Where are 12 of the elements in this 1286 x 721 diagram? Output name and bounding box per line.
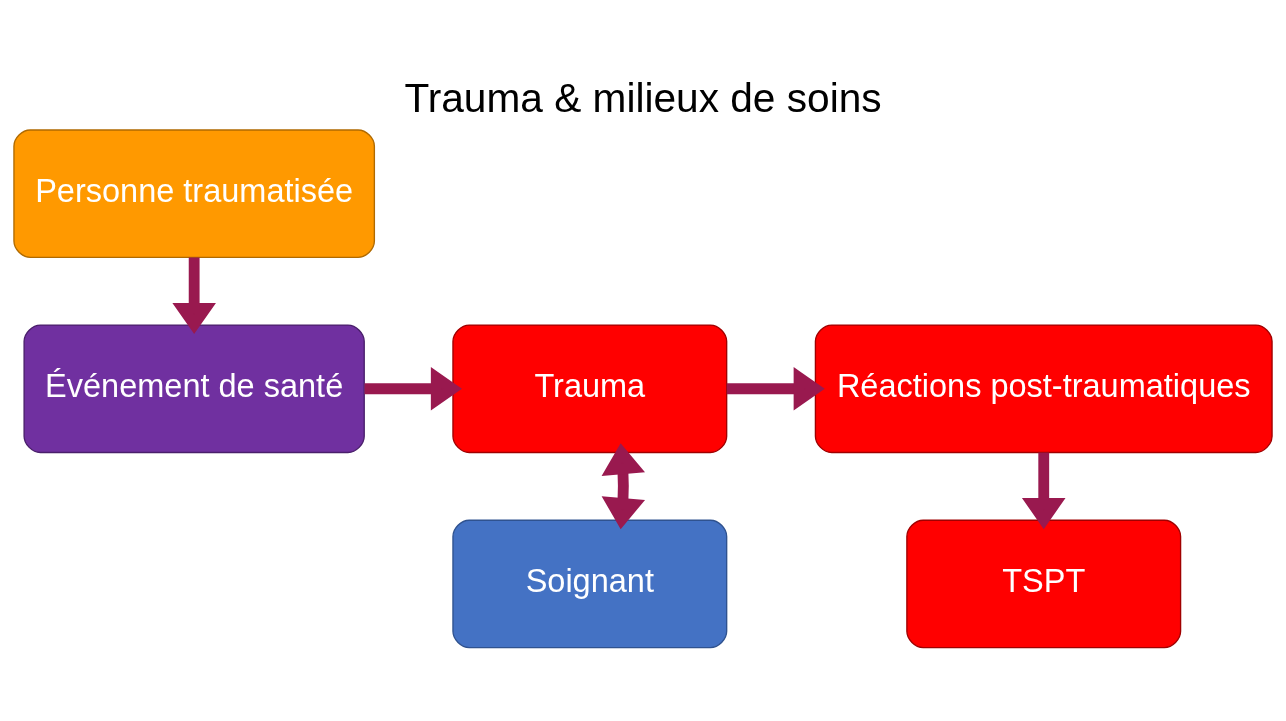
node-box: Trauma	[452, 323, 728, 453]
arrow	[172, 257, 216, 334]
arrow	[364, 366, 462, 411]
node-box: Réactions post-traumatiques	[814, 323, 1273, 453]
arrow	[1021, 452, 1066, 529]
diagram-title: Trauma & milieux de soins	[404, 74, 882, 121]
node-box: Personne traumatisée	[13, 128, 376, 258]
node-box: TSPT	[906, 519, 1182, 648]
node-box: Soignant	[452, 519, 728, 648]
arrow	[726, 366, 825, 411]
node-box: Événement de santé	[23, 323, 365, 453]
arrow	[601, 442, 646, 529]
